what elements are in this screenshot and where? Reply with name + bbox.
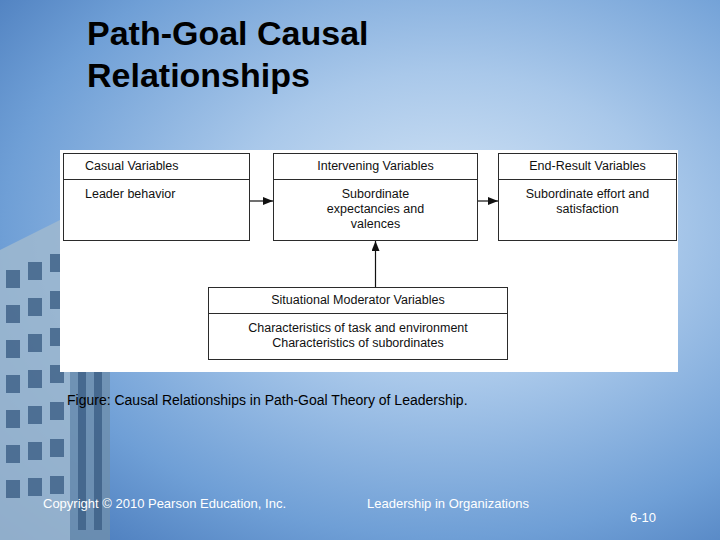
box-text: Leader behavior: [85, 187, 241, 202]
box-body: Subordinate expectancies and valences: [274, 180, 477, 240]
causal-arrow: [375, 241, 376, 287]
box-heading: Casual Variables: [64, 154, 249, 180]
box-text: Subordinate effort and satisfaction: [513, 187, 662, 217]
box-body: Subordinate effort and satisfaction: [499, 180, 676, 225]
figure-caption: Figure: Causal Relationships in Path-Goa…: [67, 392, 687, 409]
footer-text: 6-10: [630, 510, 656, 526]
figure-panel: [60, 150, 678, 372]
variable-box: Situational Moderator VariablesCharacter…: [208, 287, 508, 360]
box-heading: End-Result Variables: [499, 154, 676, 180]
box-text: Subordinate expectancies and valences: [304, 187, 447, 232]
variable-box: End-Result VariablesSubordinate effort a…: [498, 153, 677, 241]
box-body: Characteristics of task and environmentC…: [209, 314, 507, 359]
box-heading: Situational Moderator Variables: [209, 288, 507, 314]
slide-title: Path-Goal Causal Relationships: [87, 12, 467, 96]
variable-box: Casual VariablesLeader behavior: [63, 153, 250, 241]
causal-arrow: [250, 200, 273, 201]
box-text: Characteristics of task and environment: [217, 321, 499, 336]
footer-text: Copyright © 2010 Pearson Education, Inc.: [43, 496, 286, 512]
box-body: Leader behavior: [64, 180, 249, 210]
box-text: Characteristics of subordinates: [217, 336, 499, 351]
variable-box: Intervening VariablesSubordinate expecta…: [273, 153, 478, 241]
box-heading: Intervening Variables: [274, 154, 477, 180]
causal-arrow: [478, 200, 498, 201]
footer-text: Leadership in Organizations: [367, 496, 529, 512]
